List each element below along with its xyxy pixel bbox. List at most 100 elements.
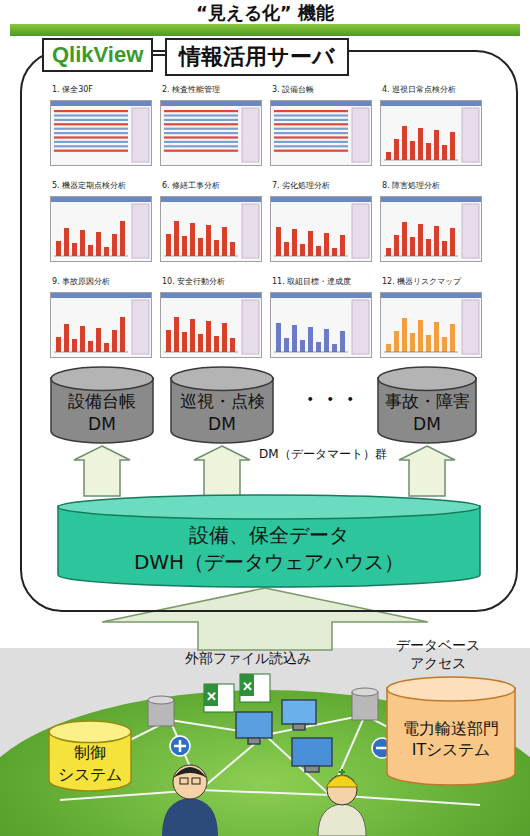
thumb-frame	[161, 293, 262, 358]
database-cylinder: 電力輸送部門ITシステム	[386, 676, 516, 786]
thumb-row	[164, 145, 238, 147]
excel-icons: ✕ ✕	[204, 674, 270, 712]
cylinder-text-box: 設備、保全データDWH（データウェアハウス）	[57, 494, 481, 588]
thumb-row	[274, 114, 348, 116]
thumb-bar	[418, 224, 423, 256]
thumb-row	[164, 150, 238, 152]
thumb-row	[54, 119, 128, 121]
thumb-bar	[402, 222, 407, 256]
thumb-frame	[51, 197, 152, 262]
screenshot-thumbnail	[160, 100, 262, 166]
cylinder-label: 設備、保全データ	[189, 522, 349, 549]
cylinder-top	[51, 367, 153, 390]
thumb-frame	[381, 197, 482, 262]
thumb-bar	[104, 343, 109, 352]
thumb-bar	[96, 328, 101, 352]
screenshot-thumbnail	[160, 292, 262, 358]
thumb-bar	[72, 243, 77, 256]
screen-title: 1. 保全30F	[52, 84, 93, 96]
cylinder-label: 設備台帳	[68, 390, 136, 413]
cylinder-text-box: 制御システム	[48, 720, 132, 792]
thumb-bar	[190, 223, 195, 256]
thumb-bar	[230, 242, 235, 256]
analysis-screen: 10. 安全行動分析	[160, 276, 262, 360]
thumb-frame	[271, 101, 372, 166]
thumb-frame	[271, 293, 372, 358]
cylinder-label: DM	[88, 413, 116, 436]
thumb-row	[274, 110, 348, 112]
ellipsis-mark: ・・・	[300, 386, 360, 413]
thumb-bar	[284, 338, 289, 352]
thumb-bar	[434, 130, 439, 160]
thumb-bar	[88, 341, 93, 352]
cylinder-body	[387, 688, 515, 785]
plus-minus-icons	[170, 736, 392, 758]
cylinder-label: DM	[208, 413, 236, 436]
thumb-axis	[274, 256, 348, 257]
analysis-screen: 7. 劣化処理分析	[270, 180, 372, 264]
logo-link-line	[153, 54, 165, 56]
data-flow-arrow	[194, 446, 250, 496]
thumb-axis	[384, 160, 458, 161]
product-logo: QlikView	[42, 38, 153, 72]
title-bar	[10, 24, 520, 36]
thumb-header	[271, 293, 371, 298]
thumb-bar	[222, 227, 227, 256]
analysis-screen: 12. 機器リスクマップ	[380, 276, 482, 360]
thumb-bar	[120, 317, 125, 352]
thumb-side	[462, 300, 479, 354]
thumb-bar	[442, 337, 447, 352]
thumb-bar	[316, 246, 321, 256]
cylinder-top	[387, 677, 515, 701]
screen-title: 12. 機器リスクマップ	[382, 276, 461, 288]
thumb-frame	[51, 101, 152, 166]
cylinder-top	[49, 721, 131, 743]
thumb-row	[274, 136, 348, 138]
thumb-header	[161, 101, 261, 106]
cylinder-top	[378, 367, 476, 390]
thumb-row	[274, 132, 348, 134]
thumb-bar	[426, 143, 431, 160]
thumb-header	[161, 197, 261, 202]
thumb-frame	[271, 197, 372, 262]
thumb-header	[51, 101, 151, 106]
thumb-axis	[164, 352, 238, 353]
cylinder-label: 巡視・点検	[180, 390, 265, 413]
thumb-row	[164, 136, 238, 138]
thumb-bar	[450, 132, 455, 160]
thumb-bar	[112, 330, 117, 352]
thumb-bar	[292, 325, 297, 352]
server-heading: 情報活用サーバ	[165, 38, 349, 76]
thumb-side	[132, 204, 149, 258]
thumb-bar	[442, 145, 447, 160]
analysis-screen: 11. 取組目標・達成度	[270, 276, 372, 360]
screen-title: 8. 障害処理分析	[382, 180, 440, 192]
analysis-screen: 9. 事故原因分析	[50, 276, 152, 360]
thumb-bar	[418, 320, 423, 352]
thumb-bar	[324, 233, 329, 256]
database-cylinder: 制御システム	[48, 720, 132, 792]
thumb-row	[164, 132, 238, 134]
thumb-bar	[276, 227, 281, 256]
thumb-bar	[174, 221, 179, 256]
thumb-frame	[381, 293, 482, 358]
database-cylinder: 巡視・点検DM	[170, 366, 274, 444]
thumb-bar	[442, 241, 447, 256]
screenshot-thumbnail	[380, 292, 482, 358]
screenshot-thumbnail	[270, 292, 372, 358]
screen-title: 3. 設備台帳	[272, 84, 314, 96]
thumb-header	[381, 101, 481, 106]
screenshot-thumbnail	[380, 100, 482, 166]
thumb-bar	[386, 248, 391, 256]
thumb-bar	[300, 340, 305, 352]
thumb-side	[352, 204, 369, 258]
thumb-bar	[198, 238, 203, 256]
screenshot-thumbnail	[50, 100, 152, 166]
screen-title: 10. 安全行動分析	[162, 276, 225, 288]
thumb-bar	[64, 324, 69, 352]
thumb-side	[352, 108, 369, 162]
thumb-frame	[51, 293, 152, 358]
annotation-label: DM（データマート）群	[259, 446, 387, 463]
analysis-screen: 2. 検査性能管理	[160, 84, 262, 168]
thumb-row	[54, 132, 128, 134]
